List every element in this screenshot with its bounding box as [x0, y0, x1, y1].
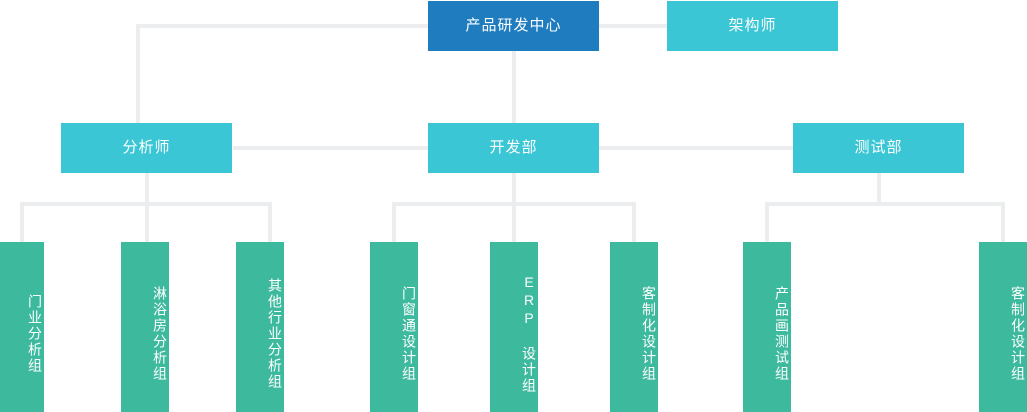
- connector-analyst-drop-1: [20, 202, 24, 244]
- node-label: 门窗通设计组: [401, 286, 417, 382]
- connector-dev-drop-2: [512, 202, 516, 244]
- connector-root-left-rail: [136, 24, 461, 28]
- node-architect[interactable]: 架构师: [667, 1, 838, 51]
- node-label: 门业分析组: [27, 294, 43, 374]
- node-custom-design-test-group[interactable]: 客制化设计组: [979, 242, 1027, 412]
- node-label: 产品画测试组: [774, 286, 790, 382]
- connector-analyst-stem: [145, 173, 149, 202]
- node-label: 分析师: [122, 138, 171, 156]
- node-doorwindow-design-group[interactable]: 门窗通设计组: [370, 242, 418, 412]
- node-other-industry-analysis-group[interactable]: 其他行业分析组: [236, 242, 284, 412]
- node-label: 测试部: [854, 138, 903, 156]
- connector-dev-drop-3: [632, 202, 636, 244]
- node-erp-design-group[interactable]: ERP 设计组: [490, 242, 538, 412]
- node-qa-department[interactable]: 测试部: [793, 123, 964, 173]
- node-shower-room-analysis-group[interactable]: 淋浴房分析组: [121, 242, 169, 412]
- connector-qa-stem: [877, 173, 881, 202]
- node-label: 淋浴房分析组: [152, 286, 168, 382]
- connector-analyst-drop-2: [145, 202, 149, 244]
- connector-dev-drop-1: [392, 202, 396, 244]
- node-label: 客制化设计组: [1010, 286, 1026, 382]
- connector-qa-drop-1: [765, 202, 769, 244]
- node-label: ERP 设计组: [521, 274, 537, 394]
- node-label: 产品研发中心: [465, 16, 562, 34]
- connector-analyst-drop: [136, 24, 140, 123]
- node-label: 其他行业分析组: [267, 278, 283, 390]
- node-label: 开发部: [489, 138, 538, 156]
- connector-root-to-dev: [512, 50, 516, 123]
- connector-analyst-to-dev: [233, 146, 428, 150]
- connector-root-to-architect: [598, 24, 668, 28]
- connector-analyst-drop-3: [268, 202, 272, 244]
- connector-dev-to-qa: [599, 146, 794, 150]
- node-product-rd-center[interactable]: 产品研发中心: [428, 1, 599, 51]
- connector-qa-drop-2: [1001, 202, 1005, 244]
- node-label: 架构师: [728, 16, 777, 34]
- node-dev-department[interactable]: 开发部: [428, 123, 599, 173]
- node-product-drawing-test-group[interactable]: 产品画测试组: [743, 242, 791, 412]
- connector-dev-stem: [512, 173, 516, 202]
- node-analyst[interactable]: 分析师: [61, 123, 232, 173]
- node-custom-design-group[interactable]: 客制化设计组: [610, 242, 658, 412]
- node-label: 客制化设计组: [641, 286, 657, 382]
- connector-qa-bus: [765, 202, 1005, 206]
- node-door-industry-analysis-group[interactable]: 门业分析组: [0, 242, 44, 412]
